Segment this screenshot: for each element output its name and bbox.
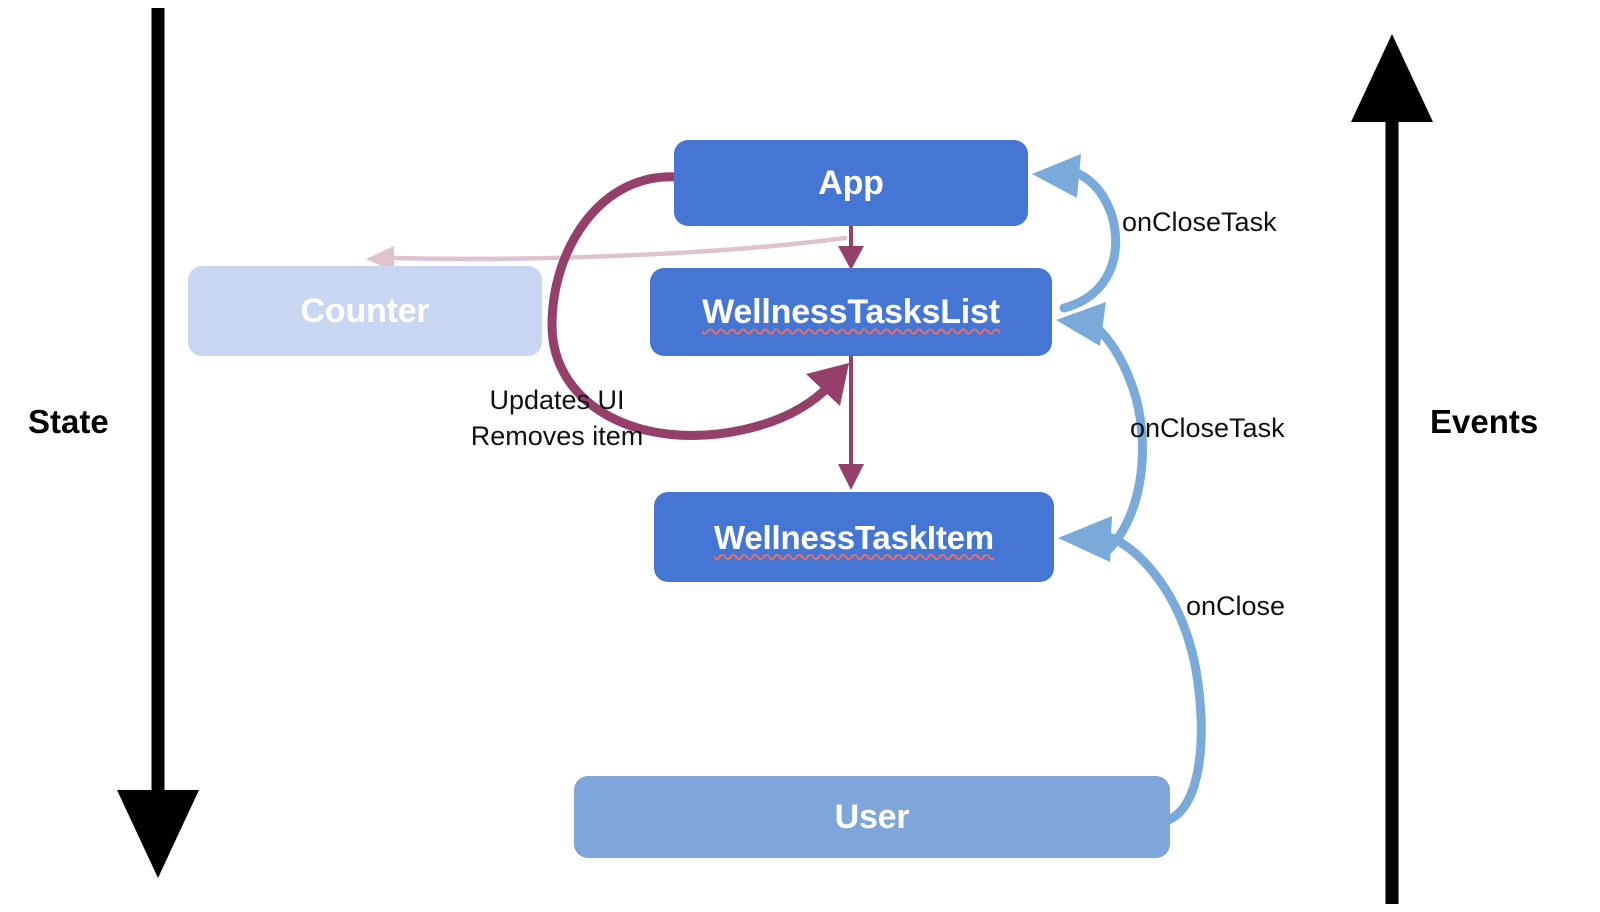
edge-user-to-wellness-task-item xyxy=(1058,516,1206,825)
note-updates-ui-line-2: Removes item xyxy=(470,420,644,451)
node-app[interactable]: App xyxy=(674,140,1028,226)
edge-app-to-counter xyxy=(366,235,848,272)
node-counter[interactable]: Counter xyxy=(188,266,542,356)
events-axis-arrow xyxy=(1351,34,1433,904)
node-wellness-task-item-label: WellnessTaskItem xyxy=(714,518,994,556)
edge-app-to-wellness-tasks-list xyxy=(838,226,864,270)
node-wellness-tasks-list[interactable]: WellnessTasksList xyxy=(650,268,1052,356)
node-counter-label: Counter xyxy=(300,292,430,330)
node-user[interactable]: User xyxy=(574,776,1170,858)
node-user-label: User xyxy=(834,798,910,836)
edge-label-on-close-task-top: onCloseTask xyxy=(1122,207,1277,237)
node-wellness-task-item[interactable]: WellnessTaskItem xyxy=(654,492,1054,582)
axis-label-events: Events xyxy=(1430,403,1539,440)
state-axis-arrow xyxy=(117,8,199,878)
edge-wellness-tasks-list-to-wellness-task-item xyxy=(838,356,864,490)
note-updates-ui: Updates UI Removes item xyxy=(452,383,662,455)
edge-wellness-tasks-list-to-app xyxy=(1032,154,1121,313)
edge-label-on-close: onClose xyxy=(1186,591,1286,621)
axis-label-state: State xyxy=(28,403,109,440)
node-app-label: App xyxy=(818,164,884,202)
node-wellness-tasks-list-label: WellnessTasksList xyxy=(702,293,1000,331)
edge-updates-ui-loop xyxy=(547,172,849,440)
note-updates-ui-line-1: Updates UI xyxy=(489,385,625,415)
edge-wellness-task-item-to-wellness-tasks-list xyxy=(1056,302,1147,557)
edge-label-on-close-task-middle: onCloseTask xyxy=(1130,413,1285,443)
